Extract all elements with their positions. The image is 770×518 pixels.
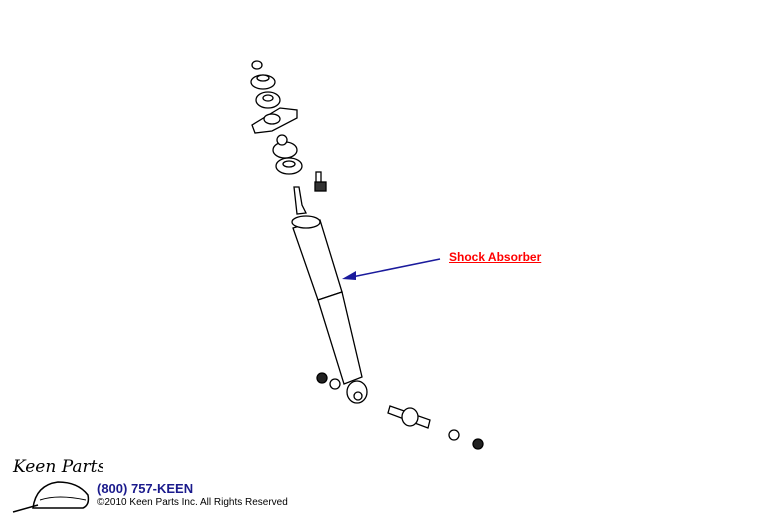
upper-washer xyxy=(255,91,281,109)
shock-absorber xyxy=(291,186,368,404)
upper-bushing xyxy=(250,74,276,90)
phone-number: (800) 757-KEEN xyxy=(97,481,194,496)
lower-washer-small xyxy=(329,378,341,390)
stud-cap-nut xyxy=(472,438,484,450)
shock-absorber-link[interactable]: Shock Absorber xyxy=(449,250,542,264)
lower-stud xyxy=(387,405,431,429)
leader-arrow xyxy=(342,258,441,280)
top-nut xyxy=(251,60,263,70)
keen-parts-logo: Keen Parts xyxy=(12,457,103,513)
svg-text:Keen Parts: Keen Parts xyxy=(12,457,103,477)
lower-nut xyxy=(316,372,328,384)
stud-nut xyxy=(448,429,460,441)
lower-washer xyxy=(275,157,303,175)
mount-plate xyxy=(251,107,298,134)
bolt xyxy=(314,171,327,192)
lower-bushing xyxy=(272,134,298,159)
copyright-notice: ©2010 Keen Parts Inc. All Rights Reserve… xyxy=(97,497,288,508)
